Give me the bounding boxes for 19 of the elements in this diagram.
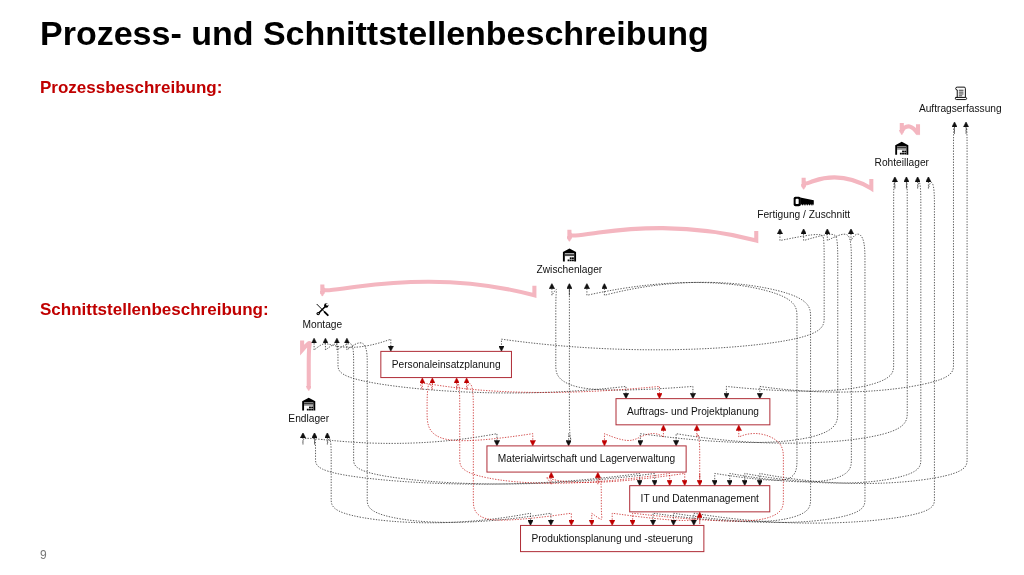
- node-text: Rohteillager: [874, 156, 929, 169]
- node-box: Personaleinsatzplanung: [380, 350, 512, 379]
- node-text: Fertigung / Zuschnitt: [757, 208, 851, 221]
- node-text: Zwischenlager: [536, 263, 603, 276]
- section-heading: Prozessbeschreibung:: [40, 78, 223, 98]
- node-box: Materialwirtschaft und Lagerverwaltung: [486, 445, 687, 473]
- node-box: Auftrags- und Projektplanung: [615, 398, 771, 426]
- node-box: IT und Datenmanagement: [629, 485, 771, 513]
- arrow: [898, 120, 921, 136]
- page-number: 9: [40, 548, 47, 562]
- arrow: [319, 279, 537, 298]
- slide-title: Prozess- und Schnittstellenbeschreibung: [40, 14, 709, 53]
- node-label: Endlager: [288, 412, 330, 425]
- node-text: Montage: [302, 318, 343, 330]
- section-heading: Schnittstellenbeschreibung:: [40, 300, 269, 320]
- node-box: Produktionsplanung und -steuerung: [520, 524, 705, 553]
- arrow: [566, 226, 759, 243]
- node-label: Auftragserfassung: [918, 102, 1002, 114]
- arrow: [300, 340, 312, 392]
